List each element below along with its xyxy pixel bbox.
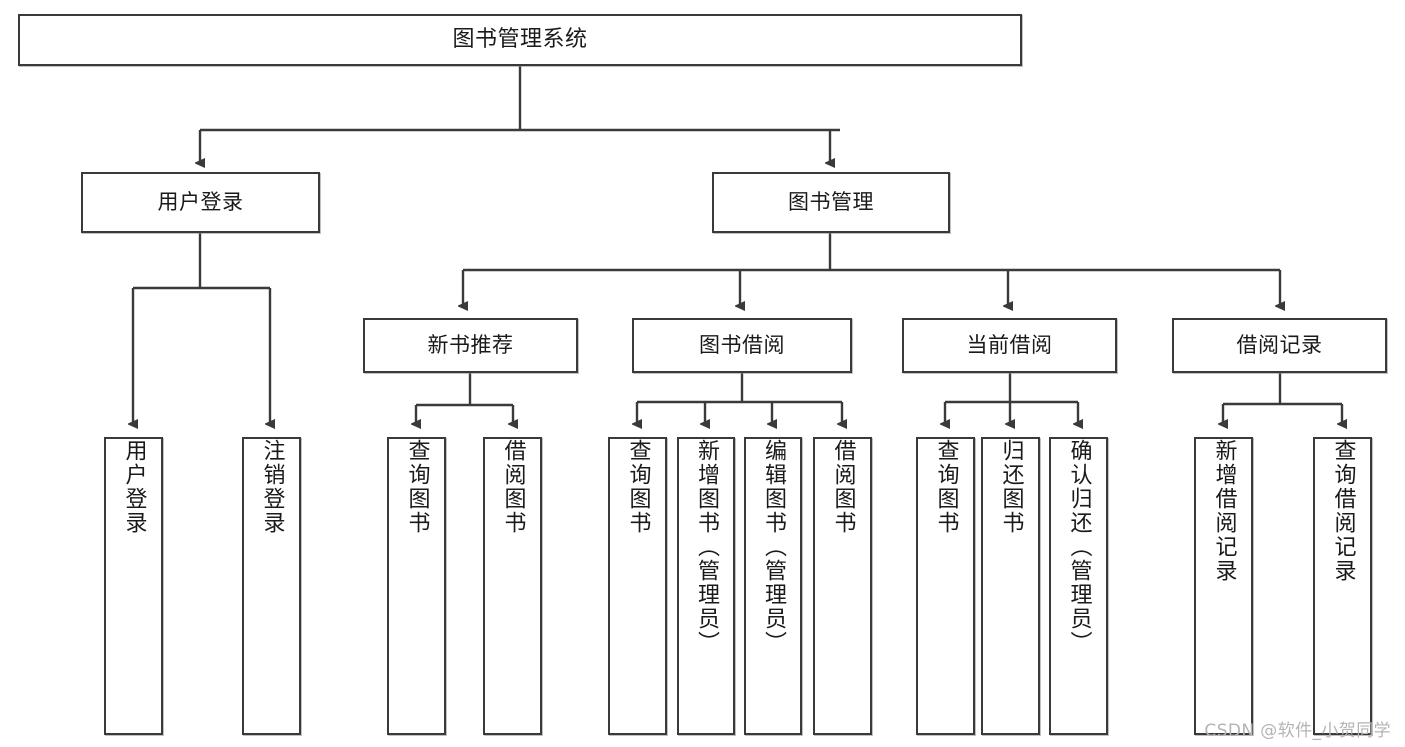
leaf-user-login-login-label: 用户登录 (121, 439, 147, 535)
leaf-borrow-record-query-label: 查询借阅记录 (1330, 439, 1356, 583)
leaf-user-login-login[interactable]: 用户登录 (104, 437, 163, 735)
leaf-book-borrow-add[interactable]: 新增图书（管理员） (677, 437, 735, 735)
node-borrow-record-label: 借阅记录 (1236, 333, 1323, 358)
leaf-new-book-query[interactable]: 查询图书 (387, 437, 446, 735)
leaf-book-borrow-edit[interactable]: 编辑图书（管理员） (744, 437, 802, 735)
leaf-user-login-logout[interactable]: 注销登录 (242, 437, 301, 735)
leaf-new-book-query-label: 查询图书 (404, 439, 430, 535)
node-book-management[interactable]: 图书管理 (712, 172, 950, 233)
leaf-borrow-record-query[interactable]: 查询借阅记录 (1313, 437, 1372, 735)
node-borrow-record[interactable]: 借阅记录 (1172, 318, 1387, 373)
leaf-book-borrow-borrow[interactable]: 借阅图书 (813, 437, 872, 735)
node-book-borrow[interactable]: 图书借阅 (632, 318, 852, 373)
watermark: CSDN @软件_小贺同学 (1204, 721, 1391, 741)
leaf-current-borrow-return-label: 归还图书 (998, 439, 1024, 535)
leaf-current-borrow-return[interactable]: 归还图书 (981, 437, 1040, 735)
leaf-borrow-record-add[interactable]: 新增借阅记录 (1194, 437, 1253, 735)
node-root[interactable]: 图书管理系统 (18, 14, 1022, 66)
node-book-management-label: 图书管理 (788, 190, 874, 215)
node-current-borrow[interactable]: 当前借阅 (902, 318, 1117, 373)
node-new-book-recommend-label: 新书推荐 (427, 333, 514, 358)
leaf-book-borrow-query-label: 查询图书 (625, 439, 651, 535)
leaf-current-borrow-confirm-label: 确认归还（管理员） (1066, 439, 1092, 655)
node-root-label: 图书管理系统 (452, 27, 588, 53)
leaf-current-borrow-query[interactable]: 查询图书 (916, 437, 975, 735)
leaf-current-borrow-confirm[interactable]: 确认归还（管理员） (1049, 437, 1108, 735)
leaf-new-book-borrow[interactable]: 借阅图书 (483, 437, 542, 735)
leaf-book-borrow-query[interactable]: 查询图书 (608, 437, 667, 735)
leaf-borrow-record-add-label: 新增借阅记录 (1211, 439, 1237, 583)
leaf-user-login-logout-label: 注销登录 (259, 439, 285, 535)
leaf-book-borrow-borrow-label: 借阅图书 (830, 439, 856, 535)
leaf-new-book-borrow-label: 借阅图书 (500, 439, 526, 535)
node-current-borrow-label: 当前借阅 (966, 333, 1053, 358)
node-user-login[interactable]: 用户登录 (81, 172, 320, 233)
node-new-book-recommend[interactable]: 新书推荐 (363, 318, 578, 373)
node-book-borrow-label: 图书借阅 (699, 333, 785, 358)
node-user-login-label: 用户登录 (157, 190, 244, 215)
leaf-book-borrow-add-label: 新增图书（管理员） (694, 439, 719, 655)
leaf-current-borrow-query-label: 查询图书 (933, 439, 959, 535)
leaf-book-borrow-edit-label: 编辑图书（管理员） (761, 439, 786, 655)
